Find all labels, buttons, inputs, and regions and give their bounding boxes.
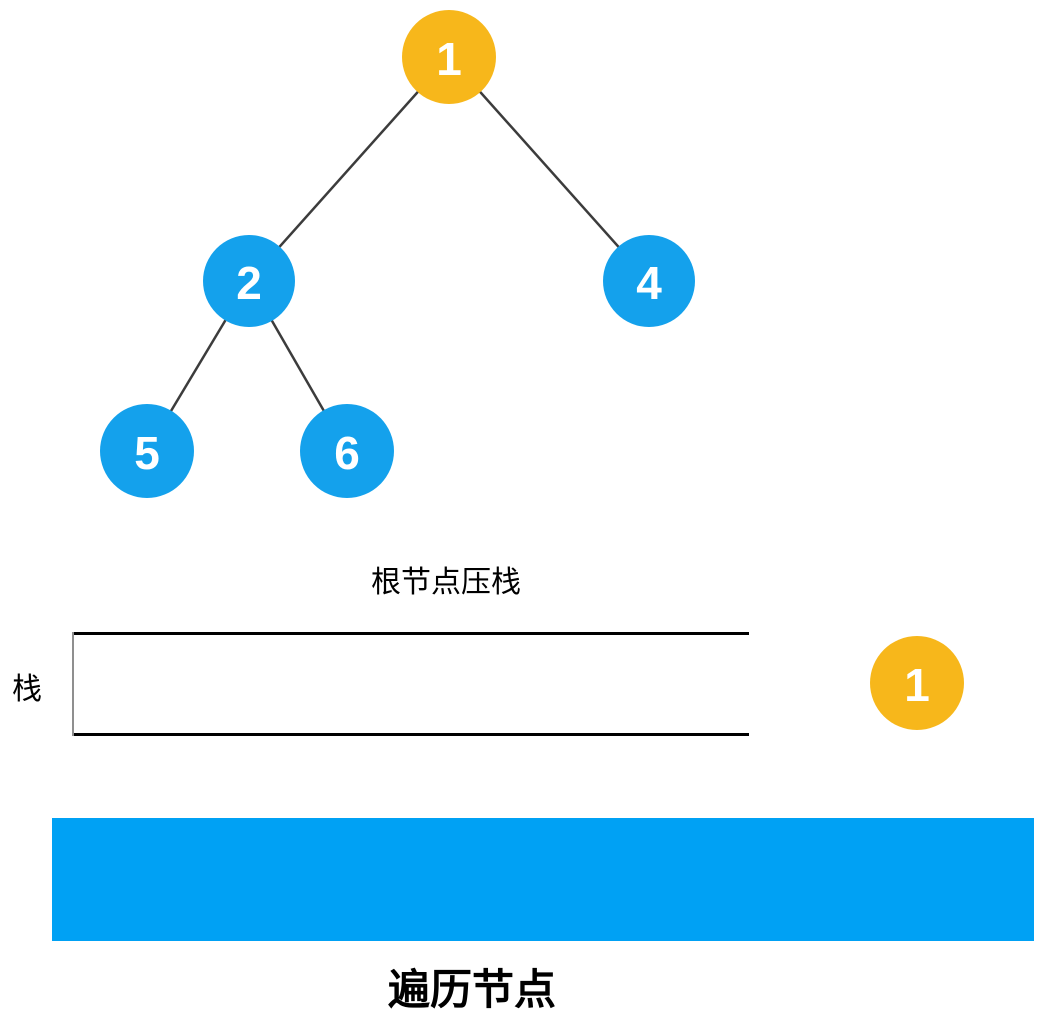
tree-node-4-label: 4 bbox=[636, 257, 662, 309]
tree-node-4: 4 bbox=[603, 235, 695, 327]
edge-1-4 bbox=[448, 56, 650, 282]
stack-incoming-node-circle bbox=[870, 636, 964, 730]
push-root-caption: 根节点压栈 bbox=[371, 566, 521, 599]
tree-node-5: 5 bbox=[100, 404, 194, 498]
tree-node-5-label: 5 bbox=[134, 427, 160, 479]
stack-label: 栈 bbox=[12, 673, 42, 706]
tree-node-2-circle bbox=[203, 235, 295, 327]
stack-incoming-node: 1 bbox=[870, 636, 964, 730]
tree-node-2: 2 bbox=[203, 235, 295, 327]
tree-node-6-circle bbox=[300, 404, 394, 498]
tree-node-5-circle bbox=[100, 404, 194, 498]
tree-node-1-label: 1 bbox=[436, 33, 462, 85]
edge-1-2 bbox=[248, 56, 450, 282]
tree-node-2-label: 2 bbox=[236, 257, 262, 309]
tree-node-6-label: 6 bbox=[334, 427, 360, 479]
stack-shape bbox=[72, 632, 749, 736]
tree-node-4-circle bbox=[603, 235, 695, 327]
stack-incoming-node-label: 1 bbox=[904, 659, 930, 711]
tree-node-1-circle bbox=[402, 10, 496, 104]
tree-node-1: 1 bbox=[402, 10, 496, 104]
traverse-bar-label: 遍历节点 bbox=[388, 966, 557, 1013]
tree-node-6: 6 bbox=[300, 404, 394, 498]
traverse-bar bbox=[52, 818, 1034, 941]
